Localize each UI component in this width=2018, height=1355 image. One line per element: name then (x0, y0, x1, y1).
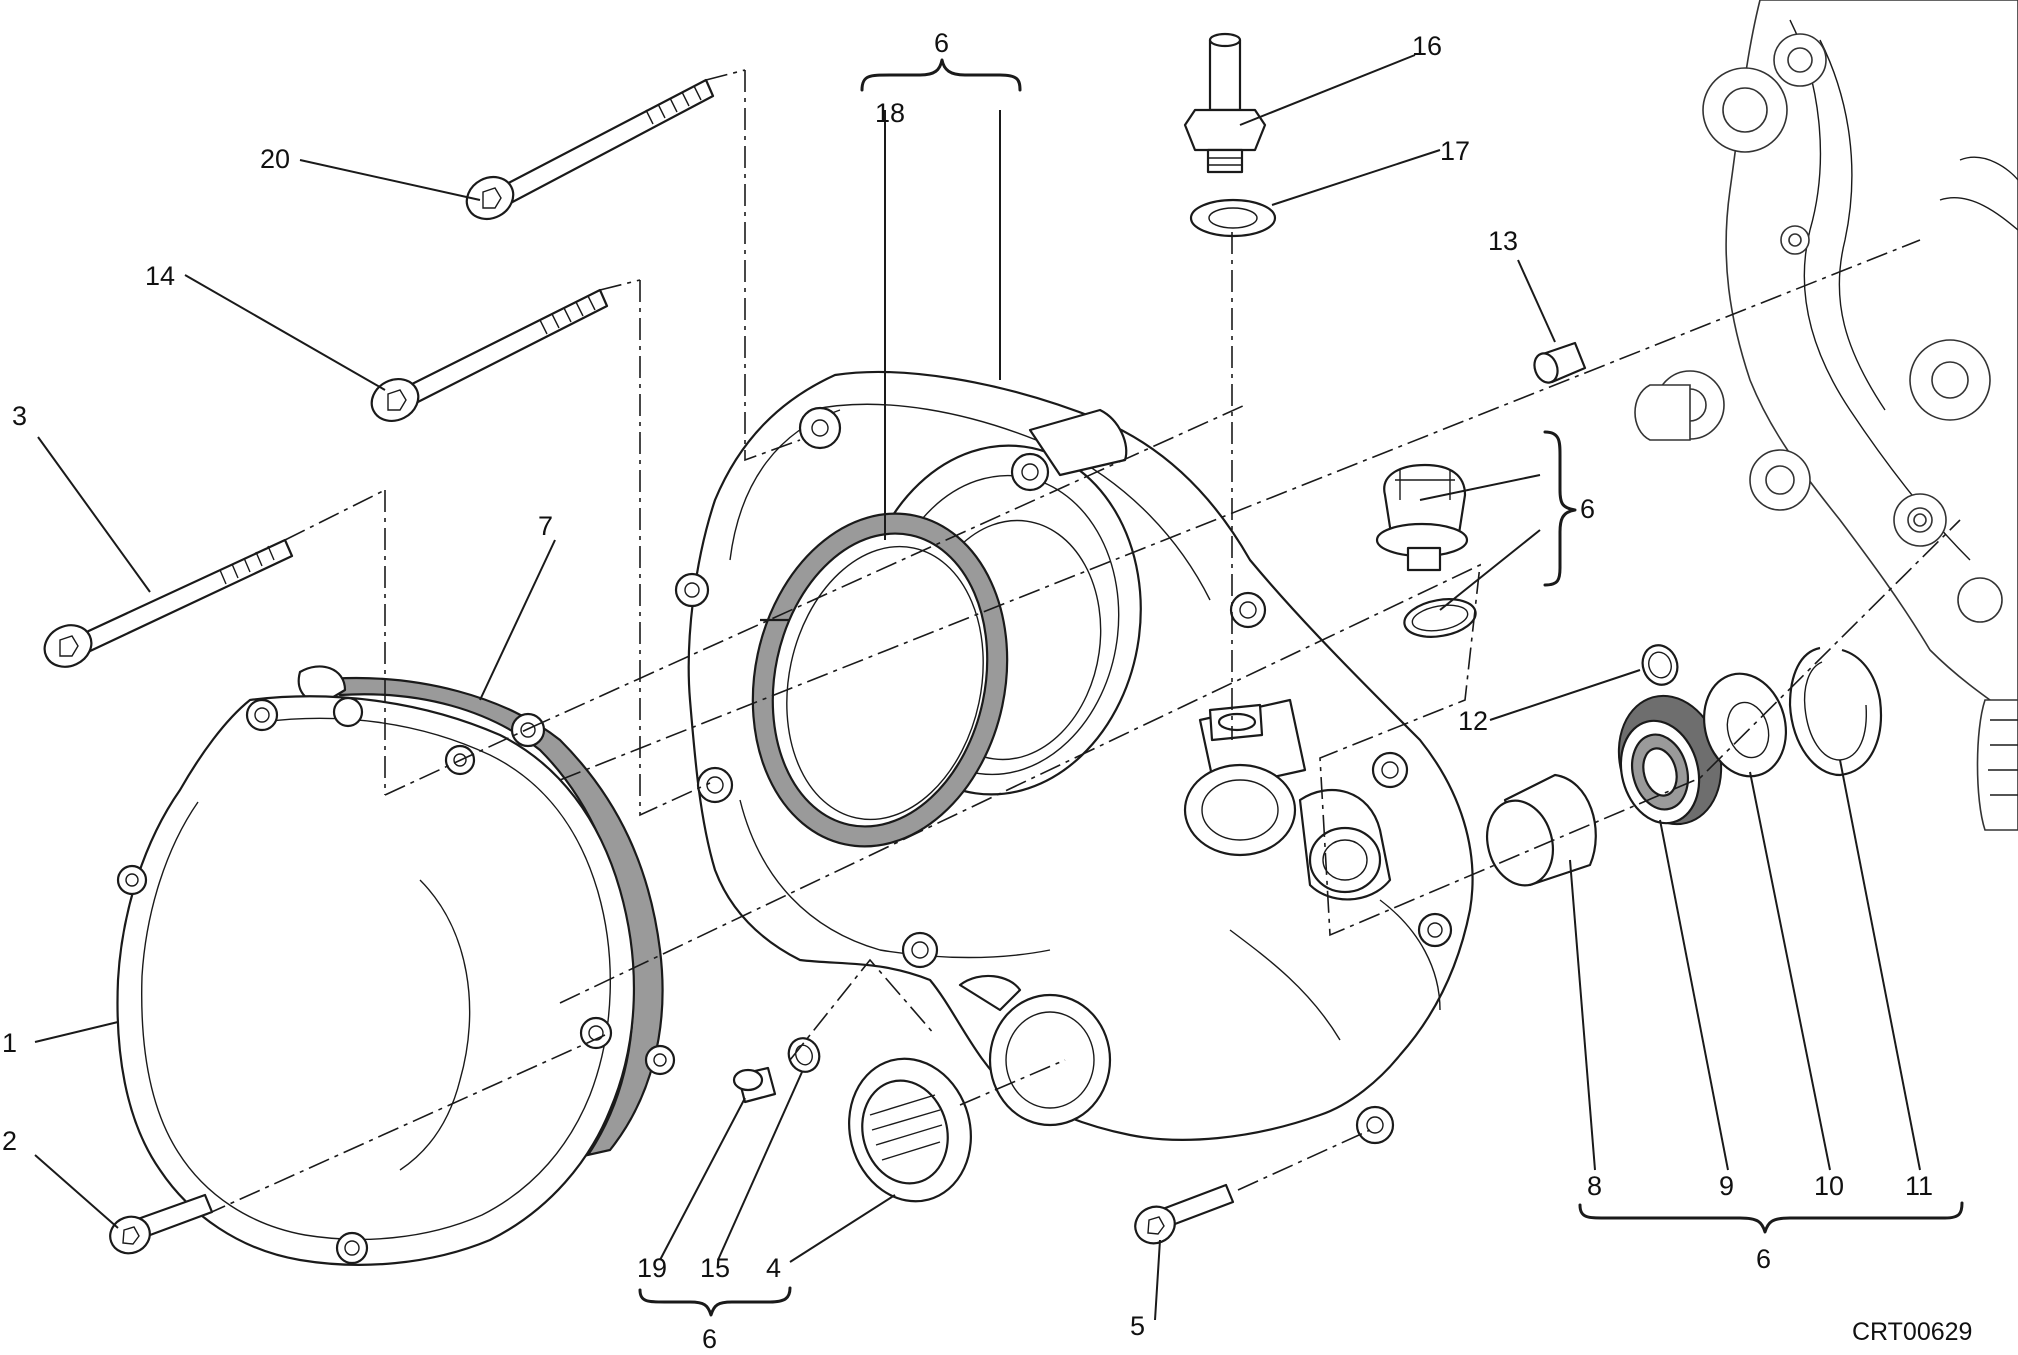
callout-18: 18 (875, 98, 905, 128)
part-9-bearing (1617, 694, 1723, 826)
part-11-circlip (1788, 646, 1882, 777)
drawing-code: CRT00629 (1852, 1318, 1972, 1346)
part-18-oil-seal (751, 512, 1009, 848)
callout-19: 19 (637, 1253, 667, 1283)
part-14-bolt (370, 288, 609, 422)
callout-6-bottom-left: 6 (702, 1324, 717, 1354)
callout-16: 16 (1412, 31, 1442, 61)
part-8-bushing (1486, 773, 1597, 887)
callout-11: 11 (1905, 1171, 1933, 1201)
callout-13: 13 (1488, 226, 1518, 256)
callout-12: 12 (1458, 706, 1488, 736)
callout-10: 10 (1814, 1171, 1844, 1201)
callout-3: 3 (12, 401, 27, 431)
part-20-bolt (465, 78, 715, 221)
part-4-seal (848, 1057, 972, 1203)
callout-15: 15 (700, 1253, 730, 1283)
engine-crankcase (1634, 0, 2018, 831)
callout-6-bottom-right: 6 (1756, 1244, 1771, 1274)
callout-17: 17 (1440, 136, 1470, 166)
part-3-bolt (43, 538, 294, 668)
brace-top (860, 58, 1022, 92)
assembly-axes (204, 69, 1961, 1216)
part-13-dowel (1533, 341, 1587, 384)
part-1-clutch-cover (116, 695, 676, 1266)
oil-filler-plug (1375, 463, 1469, 572)
brace-bottom-right (1578, 1201, 1964, 1234)
callout-labels: 1 2 3 4 5 6 6 6 6 7 8 9 10 11 12 13 14 1… (2, 28, 1933, 1354)
group-braces (638, 58, 1964, 1317)
part-12-o-ring (1641, 644, 1679, 686)
part-19-plug (732, 1066, 777, 1104)
callout-1: 1 (2, 1028, 17, 1058)
callout-4: 4 (766, 1253, 781, 1283)
leader-lines (34, 54, 1921, 1321)
part-2-bolt (109, 1193, 214, 1255)
brace-bottom-left (638, 1286, 792, 1317)
part-17-washer (1189, 198, 1277, 238)
part-16-sensor (1183, 32, 1267, 174)
callout-20: 20 (260, 144, 290, 174)
callout-5: 5 (1130, 1311, 1145, 1341)
part-15-washer (787, 1037, 821, 1073)
callout-6-top: 6 (934, 28, 949, 58)
part-5-bolt (1134, 1183, 1235, 1245)
o-ring (1403, 598, 1477, 638)
callout-2: 2 (2, 1126, 17, 1156)
brace-right (1543, 430, 1577, 587)
part-10-washer (1702, 672, 1788, 778)
callout-9: 9 (1719, 1171, 1734, 1201)
callout-7: 7 (538, 511, 553, 541)
callout-6-right: 6 (1580, 494, 1595, 524)
callout-14: 14 (145, 261, 175, 291)
callout-8: 8 (1587, 1171, 1602, 1201)
